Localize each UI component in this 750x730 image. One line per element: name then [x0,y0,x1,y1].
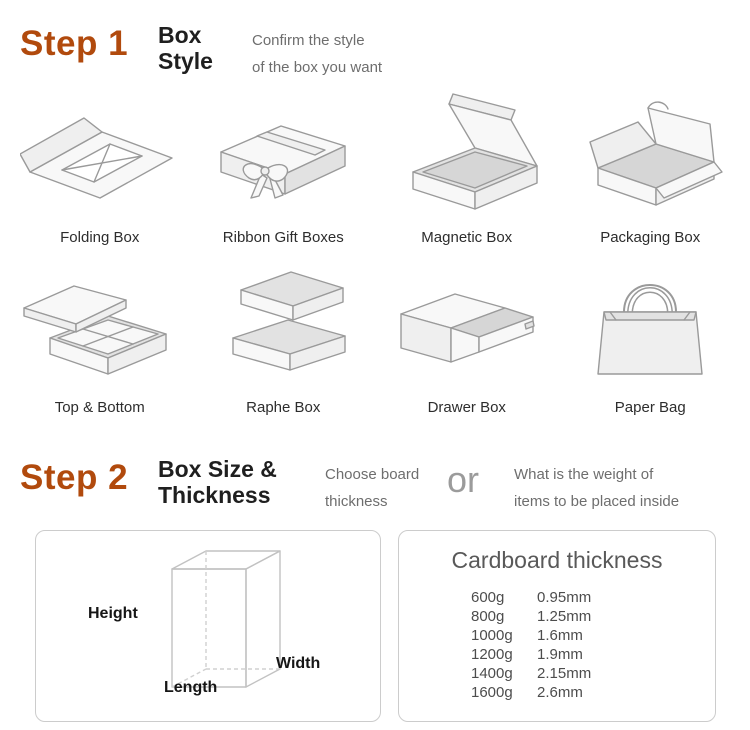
step2-desc-left-line2: thickness [325,493,388,511]
drawer-box-illustration [400,293,535,363]
thickness-weight: 1000g [471,627,513,644]
step2-description-left: Choose board thickness [325,461,419,516]
step2-desc-left-line1: Choose board [325,466,420,483]
cardboard-thickness-panel: Cardboard thickness 600g 0.95mm 800g 1.2… [398,530,716,722]
box-style-label: Magnetic Box [421,229,513,246]
box-style-item-paper-bag: Paper Bag [559,262,743,416]
box-style-label: Drawer Box [427,399,506,416]
or-label: or [447,459,480,500]
thickness-value: 1.6mm [537,627,583,644]
box-style-item-folding-box: Folding Box [8,92,192,246]
raphe-box-illustration [232,271,346,371]
box-style-item-magnetic-box: Magnetic Box [375,92,559,246]
thickness-value: 1.25mm [537,608,592,625]
step2-desc-right-line1: What is the weight of [514,466,654,483]
box-style-item-packaging-box: Packaging Box [559,92,743,246]
step1-desc-line1: Confirm the style [252,32,365,49]
folding-box-illustration [19,117,173,199]
thickness-row: 1400g 2.15mm [471,664,643,683]
step1-title: Box Style [158,22,213,74]
box-style-grid: Folding Box Ribbon Gift Boxes [8,92,742,416]
box-dimensions-illustration [171,550,281,688]
step1-title-line1: Box [158,22,202,48]
step2-description-right: What is the weight of items to be placed… [514,461,679,516]
thickness-value: 2.6mm [537,684,583,701]
thickness-row: 600g 0.95mm [471,588,643,607]
thickness-value: 2.15mm [537,665,592,682]
thickness-row: 800g 1.25mm [471,607,643,626]
box-style-item-drawer-box: Drawer Box [375,262,559,416]
step1-label: Step 1 [20,24,129,63]
box-style-label: Ribbon Gift Boxes [222,229,344,246]
step1-desc-line2: of the box you want [252,59,383,77]
box-style-item-ribbon-gift-boxes: Ribbon Gift Boxes [192,92,376,246]
magnetic-box-illustration [412,93,538,210]
box-style-label: Packaging Box [600,229,701,246]
length-label: Length [164,679,218,696]
thickness-weight: 1600g [471,684,513,701]
cardboard-thickness-title: Cardboard thickness [451,547,663,573]
box-style-item-top-bottom: Top & Bottom [8,262,192,416]
thickness-value: 0.95mm [537,589,592,606]
step1-title-line2: Style [158,47,213,74]
cardboard-thickness-table: 600g 0.95mm 800g 1.25mm 1000g 1.6mm 1200… [471,588,643,702]
thickness-weight: 1200g [471,646,513,663]
box-size-panel: Height Width Length [35,530,381,722]
height-label: Height [88,605,138,622]
step2-title: Box Size & Thickness [158,456,277,508]
step2-desc-right-line2: items to be placed inside [514,493,680,511]
box-style-label: Raphe Box [246,399,321,416]
thickness-row: 1000g 1.6mm [471,626,643,645]
thickness-row: 1200g 1.9mm [471,645,643,664]
ribbon-gift-box-illustration [220,125,346,199]
thickness-weight: 1400g [471,665,513,682]
step2-title-line2: Thickness [158,481,271,508]
step2-label: Step 2 [20,458,129,497]
thickness-weight: 800g [471,608,505,625]
paper-bag-illustration [597,284,703,375]
top-bottom-box-illustration [23,285,167,375]
box-style-label: Top & Bottom [54,399,145,416]
step1-description: Confirm the style of the box you want [252,27,382,82]
packaging-box-illustration [589,101,723,206]
box-style-label: Paper Bag [614,399,686,416]
box-style-label: Folding Box [60,229,140,246]
thickness-row: 1600g 2.6mm [471,683,643,702]
thickness-weight: 600g [471,589,505,606]
box-style-item-raphe-box: Raphe Box [192,262,376,416]
step2-title-line1: Box Size & [158,456,277,482]
thickness-value: 1.9mm [537,646,583,663]
width-label: Width [276,655,321,672]
